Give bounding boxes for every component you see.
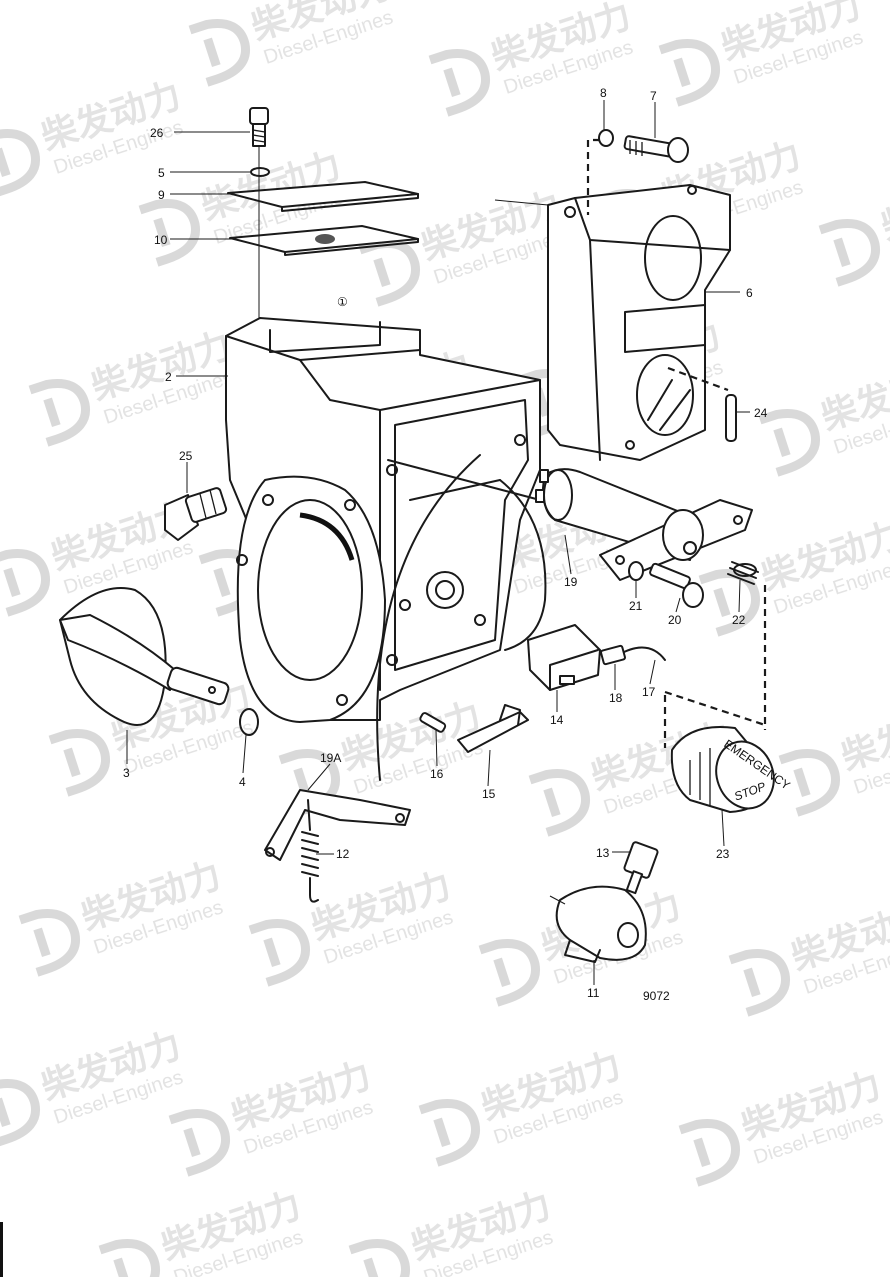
part-16-pin[interactable] — [419, 712, 447, 733]
callout-12: 12 — [336, 847, 350, 861]
callout-18: 18 — [609, 691, 623, 705]
part-10-gasket[interactable] — [229, 225, 419, 256]
callout-3: 3 — [123, 766, 130, 780]
callout-7: 7 — [650, 89, 657, 103]
callout-9: 9 — [158, 188, 165, 202]
part-9-cover-plate[interactable] — [227, 181, 419, 212]
callout-6: 6 — [746, 286, 753, 300]
callout-21: 21 — [629, 599, 643, 613]
part-12-spring[interactable] — [301, 799, 319, 903]
watermark-cn: 柴发动力 — [876, 165, 890, 248]
part-18-connector[interactable] — [600, 644, 626, 666]
callout-16: 16 — [430, 767, 444, 781]
control-cable — [376, 454, 481, 781]
part-8-washer[interactable] — [598, 129, 614, 147]
part-20-screw[interactable] — [649, 562, 704, 608]
callout-17: 17 — [642, 685, 656, 699]
callout-14: 14 — [550, 713, 564, 727]
part-19a-bracket[interactable] — [264, 789, 411, 861]
callout-13: 13 — [596, 846, 610, 860]
callout-20: 20 — [668, 613, 682, 627]
pin-route-dash — [667, 366, 729, 392]
part-26-screw[interactable] — [249, 107, 269, 147]
part-14-microswitch[interactable] — [527, 624, 601, 691]
callout-15: 15 — [482, 787, 496, 801]
callout-19a: 19A — [320, 751, 341, 765]
wire-route-top — [664, 690, 766, 727]
edge-bar — [0, 1222, 3, 1277]
callout-8: 8 — [600, 86, 607, 100]
part-15-clip[interactable] — [457, 704, 529, 753]
callout-25: 25 — [179, 449, 193, 463]
callout-23: 23 — [716, 847, 730, 861]
cable-guide-line — [387, 459, 541, 501]
part-21-washer[interactable] — [628, 561, 644, 581]
part-25-fitting[interactable] — [164, 487, 228, 541]
callout-11: 11 — [587, 986, 600, 1000]
leader-lines — [126, 100, 750, 985]
part-13-set-screw[interactable] — [623, 841, 659, 895]
part-4-o-ring[interactable] — [239, 708, 259, 736]
part-22-spring[interactable] — [727, 561, 759, 585]
callout-4: 4 — [239, 775, 246, 789]
callout-26: 26 — [150, 126, 164, 140]
watermark-cn: 柴发动力 — [836, 695, 890, 778]
part-7-screw[interactable] — [623, 135, 689, 163]
drawing-ref-number: 9072 — [643, 989, 670, 1003]
part-24-dowel-pin[interactable] — [725, 394, 737, 442]
callout-5: 5 — [158, 166, 165, 180]
note-marker: ① — [337, 295, 348, 309]
part-3-cover-with-handle[interactable] — [59, 587, 230, 726]
part-6-cover-plate[interactable] — [547, 184, 731, 461]
part-17-wire[interactable] — [623, 646, 666, 661]
callout-10: 10 — [154, 233, 168, 247]
callout-24: 24 — [754, 406, 768, 420]
callout-labels: 26 5 9 10 2 25 3 4 19A 12 16 15 14 18 17… — [123, 86, 768, 1003]
screw-route-dash — [586, 138, 600, 215]
callout-19: 19 — [564, 575, 578, 589]
part-23-emergency-stop-button[interactable]: EMERGENCY STOP — [670, 726, 793, 817]
callout-22: 22 — [732, 613, 746, 627]
part-19-solenoid[interactable] — [535, 468, 753, 581]
part-5-washer[interactable] — [250, 167, 270, 177]
callout-2: 2 — [165, 370, 172, 384]
part-11-clamp[interactable] — [555, 885, 647, 963]
flange-opening — [236, 475, 386, 723]
